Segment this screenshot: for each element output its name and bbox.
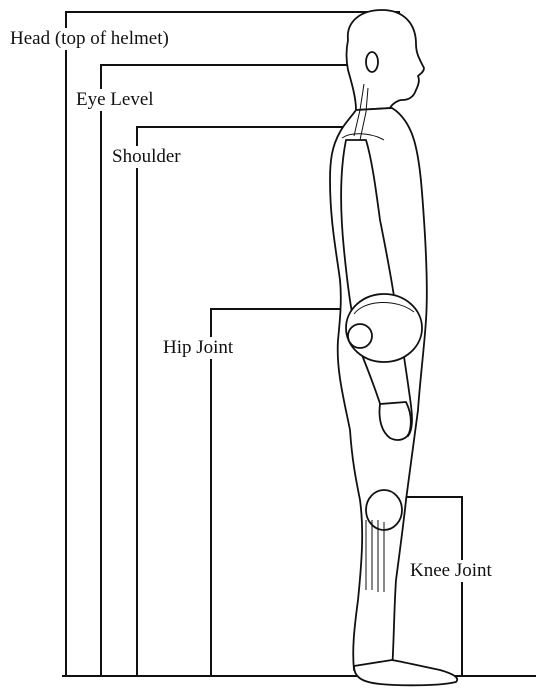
hip-joint-circle: [348, 324, 372, 348]
label-shoulder: Shoulder: [110, 146, 183, 168]
label-head: Head (top of helmet): [8, 28, 171, 50]
label-knee-joint: Knee Joint: [408, 560, 494, 582]
label-eye-level: Eye Level: [74, 89, 156, 111]
label-hip-joint: Hip Joint: [161, 337, 235, 359]
knee-measure-line: [396, 497, 462, 676]
shoulder-measure-line: [137, 127, 348, 676]
head-shape: [347, 10, 425, 110]
hip-measure-line: [211, 309, 350, 676]
foot-shape: [354, 660, 457, 685]
human-figure: [330, 10, 457, 685]
ear-shape: [366, 52, 378, 72]
